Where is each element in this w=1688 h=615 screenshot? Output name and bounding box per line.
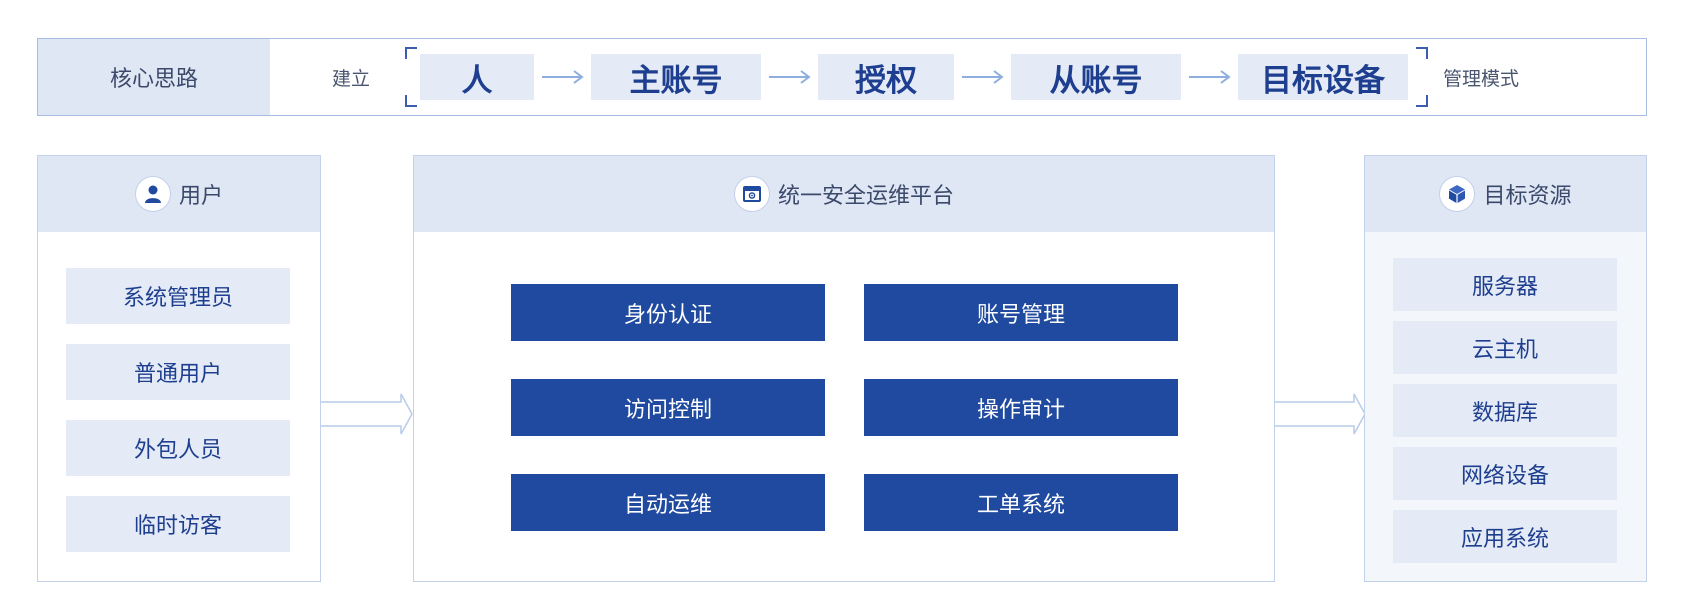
function-box: 自动运维	[511, 474, 825, 531]
function-box: 访问控制	[511, 379, 825, 436]
arrow-right-icon	[542, 70, 584, 84]
users-panel-header: 用户	[38, 156, 320, 232]
flow-item-main-account: 主账号	[591, 54, 761, 100]
arrow-right-icon	[962, 70, 1004, 84]
flow-item-sub-account: 从账号	[1011, 54, 1181, 100]
core-idea-banner: 核心思路 建立 人 主账号 授权 从账号 目标设备 管理模式	[37, 38, 1647, 116]
user-item: 外包人员	[66, 420, 290, 476]
users-panel: 用户 系统管理员 普通用户 外包人员 临时访客	[37, 155, 321, 582]
resource-item: 数据库	[1393, 384, 1617, 437]
hollow-arrow-right-icon	[321, 393, 413, 435]
users-panel-title: 用户	[178, 184, 223, 209]
function-box: 身份认证	[511, 284, 825, 341]
resource-item: 应用系统	[1393, 510, 1617, 563]
bracket-bottom-right	[1416, 95, 1428, 107]
resource-item: 云主机	[1393, 321, 1617, 374]
bracket-top-left	[405, 47, 417, 59]
cube-icon	[1439, 176, 1476, 212]
banner-label: 核心思路	[38, 39, 270, 115]
flow-item-target-device: 目标设备	[1238, 54, 1408, 100]
bracket-bottom-left	[405, 95, 417, 107]
platform-panel: 统一安全运维平台 身份认证 账号管理 访问控制 操作审计 自动运维 工单系统	[413, 155, 1275, 582]
resource-item: 服务器	[1393, 258, 1617, 311]
resources-panel-title: 目标资源	[1483, 184, 1572, 209]
banner-prefix: 建立	[332, 67, 371, 90]
user-item: 普通用户	[66, 344, 290, 400]
arrow-right-icon	[769, 70, 811, 84]
user-item: 系统管理员	[66, 268, 290, 324]
flow-item-person: 人	[420, 54, 534, 100]
function-box: 账号管理	[864, 284, 1178, 341]
resource-item: 网络设备	[1393, 447, 1617, 500]
arrow-right-icon	[1189, 70, 1231, 84]
platform-panel-title: 统一安全运维平台	[777, 184, 954, 209]
user-item: 临时访客	[66, 496, 290, 552]
banner-suffix: 管理模式	[1443, 67, 1520, 90]
user-icon	[134, 176, 171, 212]
resources-panel-header: 目标资源	[1365, 156, 1646, 232]
flow-item-authorization: 授权	[818, 54, 954, 100]
function-box: 操作审计	[864, 379, 1178, 436]
hollow-arrow-right-icon	[1275, 393, 1366, 435]
platform-panel-header: 统一安全运维平台	[414, 156, 1274, 232]
resources-panel: 目标资源 服务器 云主机 数据库 网络设备 应用系统	[1364, 155, 1647, 582]
bracket-top-right	[1416, 47, 1428, 59]
platform-window-icon	[733, 176, 770, 212]
function-box: 工单系统	[864, 474, 1178, 531]
